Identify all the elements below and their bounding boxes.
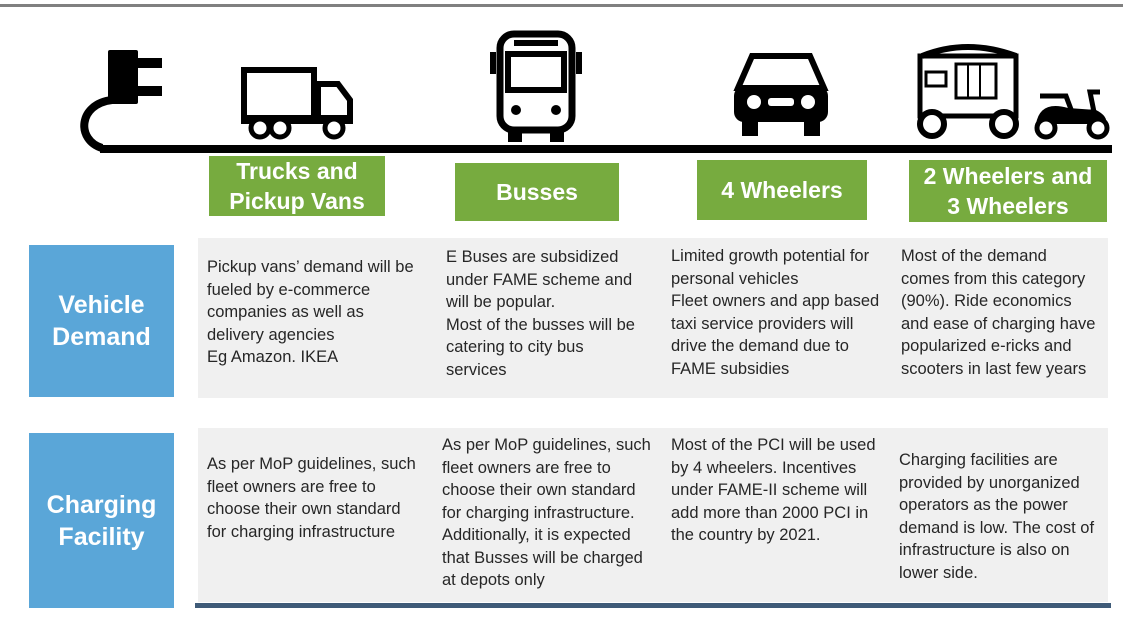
plug-icon xyxy=(80,50,162,152)
text-line: services xyxy=(446,360,507,379)
category-trucks-line2: Pickup Vans xyxy=(229,188,365,214)
text-line: under FAME-II scheme will xyxy=(671,481,868,499)
text-line: Pickup vans’ demand will be xyxy=(207,258,414,276)
text-line: under FAME scheme and xyxy=(446,270,633,289)
category-busses: Busses xyxy=(455,163,619,221)
category-two-three-wheelers: 2 Wheelers and 3 Wheelers xyxy=(909,160,1107,222)
text-line: for charging infrastructure xyxy=(207,522,396,541)
text-line: Charging facilities are xyxy=(899,451,1058,469)
text-line: As per MoP guidelines, such xyxy=(442,436,651,454)
text-line: Limited growth potential for xyxy=(671,247,870,265)
row-head-vehicle-demand: Vehicle Demand xyxy=(29,245,174,397)
cell-vehicle-demand-busses: E Buses are subsidized under FAME scheme… xyxy=(446,246,660,381)
text-line: fueled by e-commerce xyxy=(207,280,371,299)
bus-icon xyxy=(490,30,582,142)
text-line: that Busses will be charged xyxy=(442,548,643,567)
text-line: demand is low. The cost of xyxy=(899,518,1095,537)
text-line: taxi service providers will xyxy=(671,314,854,333)
auto-rickshaw-icon xyxy=(917,44,1019,139)
text-line: lower side. xyxy=(899,563,978,582)
cell-vehicle-demand-trucks: Pickup vans’ demand will be fueled by e-… xyxy=(207,256,433,369)
text-line: scooters in last few years xyxy=(901,359,1087,378)
panel-charging-facility xyxy=(198,428,1108,602)
text-line: E Buses are subsidized xyxy=(446,248,619,266)
text-line: comes from this category xyxy=(901,269,1086,288)
text-line: As per MoP guidelines, such xyxy=(207,455,416,473)
text-line: companies as well as xyxy=(207,303,364,321)
cell-charging-facility-four-wheelers: Most of the PCI will be used by 4 wheele… xyxy=(671,434,897,547)
top-rule xyxy=(0,4,1123,7)
text-line: by 4 wheelers. Incentives xyxy=(671,458,857,477)
text-line: delivery agencies xyxy=(207,325,335,344)
row-head-charging-facility-line2: Facility xyxy=(58,522,145,551)
text-line: Most of the PCI will be used xyxy=(671,436,876,454)
text-line: (90%). Ride economics xyxy=(901,292,1072,310)
scooter-icon xyxy=(1034,89,1110,140)
truck-icon xyxy=(241,67,353,140)
category-two-three-line1: 2 Wheelers and xyxy=(923,163,1093,189)
text-line: at depots only xyxy=(442,571,545,589)
text-line: fleet owners are free to xyxy=(207,477,376,496)
text-line: drive the demand due to xyxy=(671,337,849,355)
text-line: catering to city bus xyxy=(446,338,584,356)
text-line: and ease of charging have xyxy=(901,314,1096,333)
cell-vehicle-demand-two-three-wheelers: Most of the demand comes from this categ… xyxy=(901,245,1105,380)
text-line: Eg Amazon. IKEA xyxy=(207,348,339,366)
car-icon xyxy=(733,53,829,136)
text-line: the country by 2021. xyxy=(671,526,821,544)
category-trucks-line1: Trucks and xyxy=(236,158,358,184)
text-line: Additionally, it is expected xyxy=(442,526,631,544)
cell-vehicle-demand-four-wheelers: Limited growth potential for personal ve… xyxy=(671,245,897,380)
text-line: infrastructure is also on xyxy=(899,541,1070,559)
text-line: add more than 2000 PCI in xyxy=(671,503,869,522)
text-line: popularized e-ricks and xyxy=(901,337,1072,355)
cell-charging-facility-busses: As per MoP guidelines, such fleet owners… xyxy=(442,434,664,592)
category-four-wheelers: 4 Wheelers xyxy=(697,160,867,220)
panel-vehicle-demand xyxy=(198,238,1108,398)
text-line: provided by unorganized xyxy=(899,473,1080,492)
cell-charging-facility-two-three-wheelers: Charging facilities are provided by unor… xyxy=(899,449,1105,584)
text-line: choose their own standard xyxy=(207,500,401,518)
text-line: fleet owners are free to xyxy=(442,458,611,477)
text-line: will be popular. xyxy=(446,293,556,311)
text-line: FAME subsidies xyxy=(671,359,790,378)
row-head-vehicle-demand-line2: Demand xyxy=(52,323,151,351)
text-line: Fleet owners and app based xyxy=(671,292,880,310)
text-line: choose their own standard xyxy=(442,481,636,499)
row-head-charging-facility: Charging Facility xyxy=(29,433,174,608)
category-four-wheelers-label: 4 Wheelers xyxy=(721,177,843,203)
category-two-three-line2: 3 Wheelers xyxy=(947,193,1069,219)
row-head-charging-facility-line1: Charging xyxy=(46,490,157,519)
row-head-vehicle-demand-line1: Vehicle xyxy=(58,291,145,319)
text-line: Most of the busses will be xyxy=(446,315,635,334)
category-busses-label: Busses xyxy=(496,179,578,205)
road-line xyxy=(100,145,1112,153)
bottom-rule xyxy=(195,603,1111,608)
text-line: operators as the power xyxy=(899,496,1068,514)
category-trucks: Trucks and Pickup Vans xyxy=(209,156,385,216)
text-line: for charging infrastructure. xyxy=(442,503,635,522)
cell-charging-facility-trucks: As per MoP guidelines, such fleet owners… xyxy=(207,453,433,543)
text-line: personal vehicles xyxy=(671,269,799,288)
text-line: Most of the demand xyxy=(901,247,1047,265)
